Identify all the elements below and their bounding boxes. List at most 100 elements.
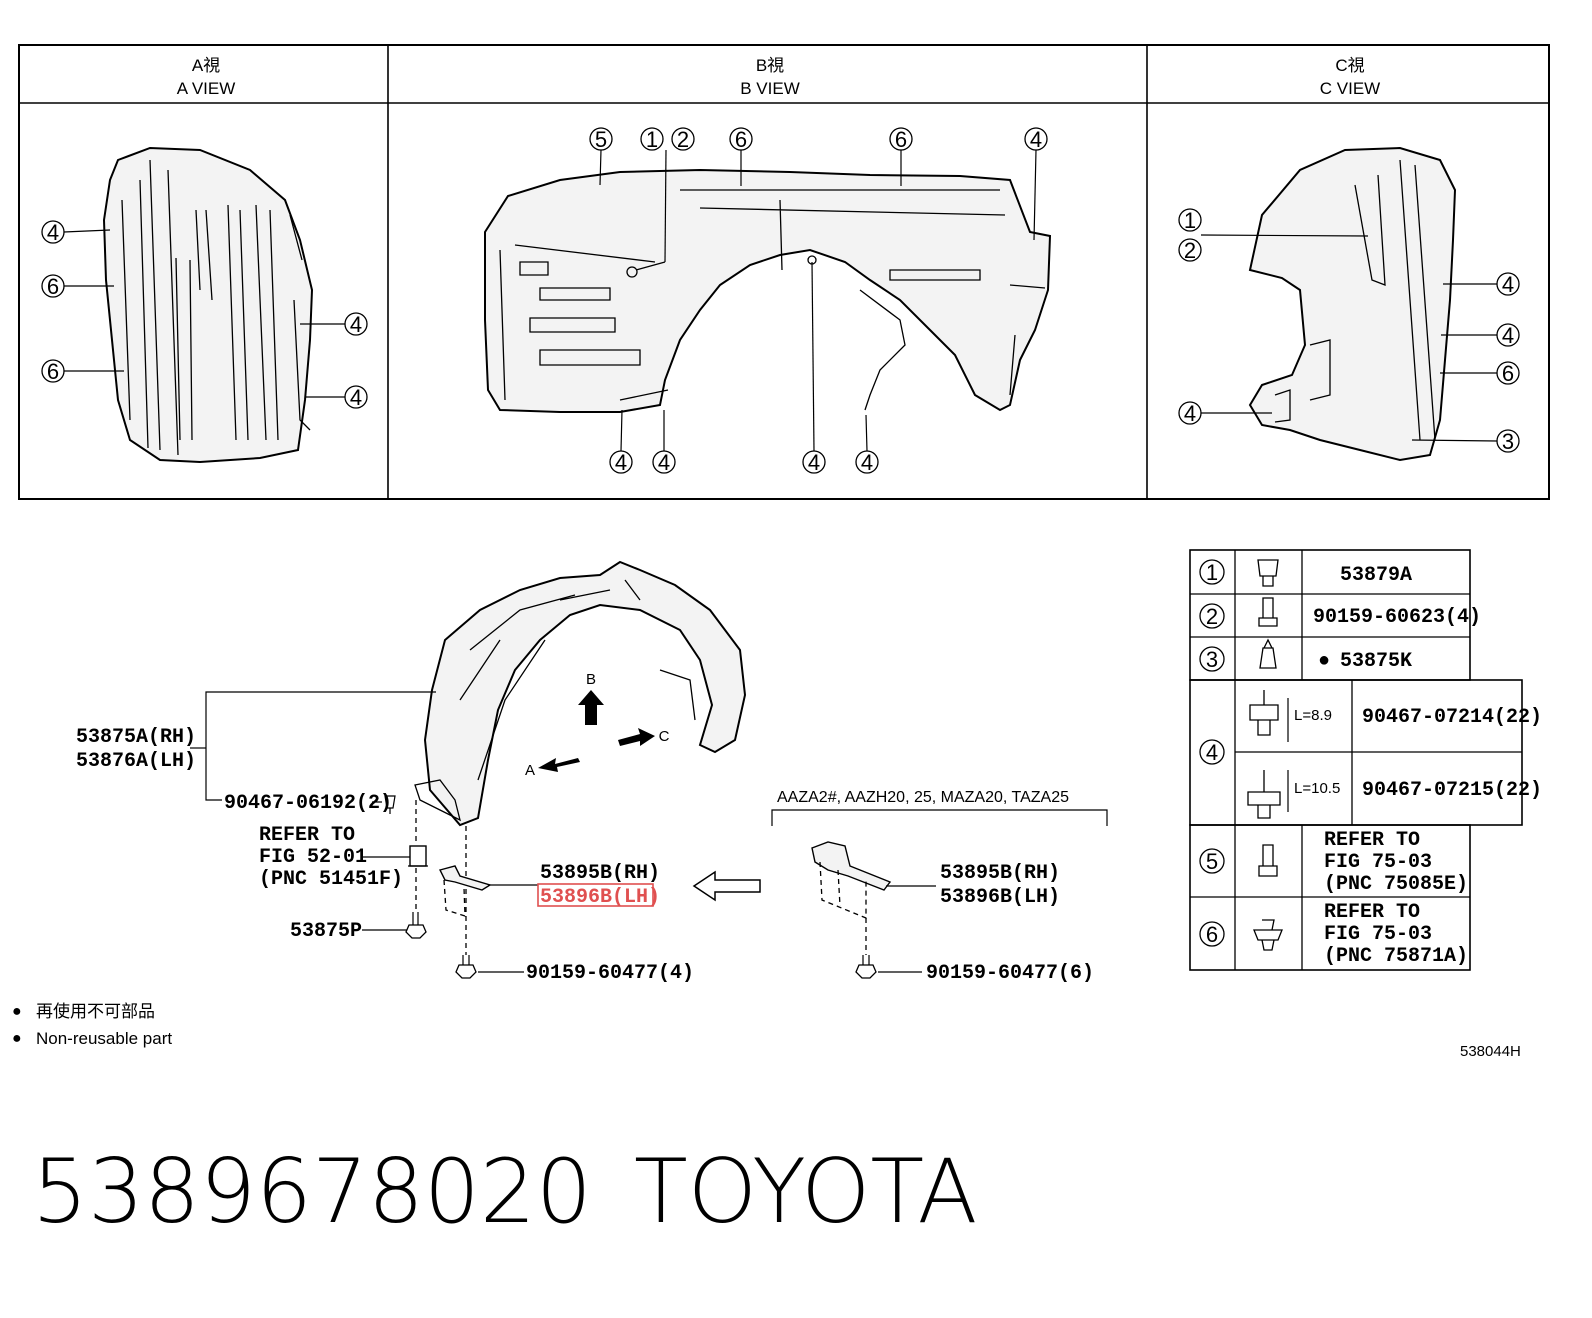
main-liner-drawing	[414, 560, 747, 827]
view-a-en: A VIEW	[177, 79, 236, 98]
svg-text:5: 5	[1206, 849, 1218, 874]
svg-text:FIG 75-03: FIG 75-03	[1324, 923, 1432, 946]
figure-code: 538044H	[1460, 1043, 1521, 1060]
screw-2-icon	[1258, 597, 1278, 627]
svg-text:L=10.5: L=10.5	[1294, 780, 1340, 797]
svg-text:L=8.9: L=8.9	[1294, 707, 1332, 724]
svg-text:6: 6	[895, 127, 907, 152]
svg-text:53879A: 53879A	[1340, 564, 1412, 587]
note-bullet-jp: ●	[12, 1003, 22, 1020]
label-refer-3: (PNC 51451F)	[259, 868, 403, 891]
svg-text:6: 6	[47, 274, 59, 299]
label-model-note: AAZA2#, AAZH20, 25, MAZA20, TAZA25	[777, 789, 1069, 806]
bracket-right-drawing	[811, 841, 892, 919]
b-view-liner-drawing	[484, 168, 1052, 413]
b-callout-5: 5	[589, 127, 613, 186]
view-b-en: B VIEW	[740, 79, 800, 98]
b-view-callouts: 5 1 2 6 6 4 4 4 4 4	[589, 127, 1048, 475]
view-c-jp: C視	[1335, 56, 1364, 75]
svg-text:4: 4	[1206, 740, 1218, 765]
highlight-box	[537, 883, 654, 907]
model-bracket-line	[771, 809, 1108, 826]
c-callout-1: 1	[1178, 208, 1202, 233]
svg-text:3: 3	[1206, 647, 1218, 672]
svg-text:2: 2	[1206, 604, 1218, 629]
label-bracket2-lh: 53896B(LH)	[940, 886, 1060, 909]
svg-text:4: 4	[350, 312, 362, 337]
note-jp: 再使用不可部品	[36, 1001, 155, 1021]
svg-text:4: 4	[861, 450, 873, 475]
screw-5-icon	[1258, 844, 1278, 877]
svg-text:6: 6	[735, 127, 747, 152]
c-callout-4-left: 4	[1178, 401, 1272, 426]
svg-text:(PNC 75085E): (PNC 75085E)	[1324, 873, 1468, 896]
a-callout-4-top: 4	[41, 220, 111, 245]
svg-text:1: 1	[1184, 208, 1196, 233]
svg-text:2: 2	[1184, 238, 1196, 263]
svg-text:90467-07214(22): 90467-07214(22)	[1362, 706, 1542, 729]
b-callout-6-left: 6	[729, 127, 753, 186]
liner-leader	[205, 691, 436, 801]
svg-text:(PNC 75871A): (PNC 75871A)	[1324, 945, 1468, 968]
b-callout-4-bottom-1: 4	[609, 409, 633, 475]
b-callout-4-bottom-2: 4	[652, 410, 676, 475]
b-callout-2: 2	[635, 127, 695, 271]
part-number: 5389678020	[32, 1140, 592, 1243]
c-view-liner-drawing	[1248, 146, 1457, 462]
b-callout-4-bottom-4: 4	[855, 414, 879, 475]
a-callout-6-mid: 6	[41, 274, 114, 299]
bolt-icon-mid	[455, 955, 477, 979]
svg-text:REFER TO: REFER TO	[1324, 829, 1420, 852]
legend-row-2: 2 90159-60623(4)	[1199, 597, 1481, 629]
note-bullet-en: ●	[12, 1030, 22, 1047]
svg-text:A: A	[525, 762, 535, 779]
arrow-a: A	[525, 758, 580, 779]
push-clip-b-icon	[1247, 770, 1289, 819]
svg-text:4: 4	[1030, 127, 1042, 152]
c-callout-2: 2	[1178, 234, 1369, 263]
b-callout-6-right: 6	[889, 127, 913, 186]
bolt-icon-right	[855, 955, 877, 979]
svg-text:90159-60623(4): 90159-60623(4)	[1313, 606, 1481, 629]
svg-text:6: 6	[1502, 361, 1514, 386]
grommet-6-icon	[1253, 919, 1283, 951]
view-b-jp: B視	[756, 56, 784, 75]
svg-text:FIG 75-03: FIG 75-03	[1324, 851, 1432, 874]
legend-row-5: 5 REFER TO FIG 75-03 (PNC 75085E)	[1199, 829, 1468, 896]
c-callout-3: 3	[1411, 429, 1520, 454]
legend-table	[1189, 549, 1523, 971]
svg-text:3: 3	[1502, 429, 1514, 454]
label-screw-1: 90159-60477(4)	[526, 962, 694, 985]
c-callout-4-r1: 4	[1443, 272, 1520, 297]
b-callout-4-bottom-3: 4	[802, 261, 826, 475]
clip-3-icon	[1259, 638, 1277, 669]
svg-text:2: 2	[677, 127, 689, 152]
brand: TOYOTA	[634, 1140, 978, 1243]
legend-row-6: 6 REFER TO FIG 75-03 (PNC 75871A)	[1199, 901, 1468, 968]
c-callout-4-r2: 4	[1441, 323, 1520, 348]
b-callout-1: 1	[640, 127, 664, 152]
view-a-jp: A視	[192, 56, 220, 75]
label-bolt-p: 53875P	[290, 920, 362, 943]
a-callout-4-right-low: 4	[306, 385, 368, 410]
svg-text:90467-07215(22): 90467-07215(22)	[1362, 779, 1542, 802]
arrow-b: B	[578, 671, 604, 725]
svg-text:4: 4	[1184, 401, 1196, 426]
svg-text:53875K: 53875K	[1340, 650, 1412, 673]
svg-text:4: 4	[1502, 272, 1514, 297]
a-callout-4-right-top: 4	[300, 312, 368, 337]
svg-text:4: 4	[658, 450, 670, 475]
label-bracket-lh-highlighted: 53896B(LH)	[540, 886, 660, 909]
bolt-icon-left	[405, 912, 427, 939]
label-liner-rh: 53875A(RH)	[76, 726, 196, 749]
svg-text:B: B	[586, 671, 596, 688]
label-refer-1: REFER TO	[259, 824, 355, 847]
svg-text:4: 4	[808, 450, 820, 475]
svg-text:5: 5	[595, 127, 607, 152]
a-callout-6-low: 6	[41, 359, 124, 384]
label-liner-lh: 53876A(LH)	[76, 750, 196, 773]
clip-icon	[372, 795, 396, 814]
b-callout-4-topright: 4	[1024, 127, 1048, 241]
legend-row-4: 4 L=8.9 90467-07214(22) L=10.5 90467-072…	[1199, 690, 1542, 819]
